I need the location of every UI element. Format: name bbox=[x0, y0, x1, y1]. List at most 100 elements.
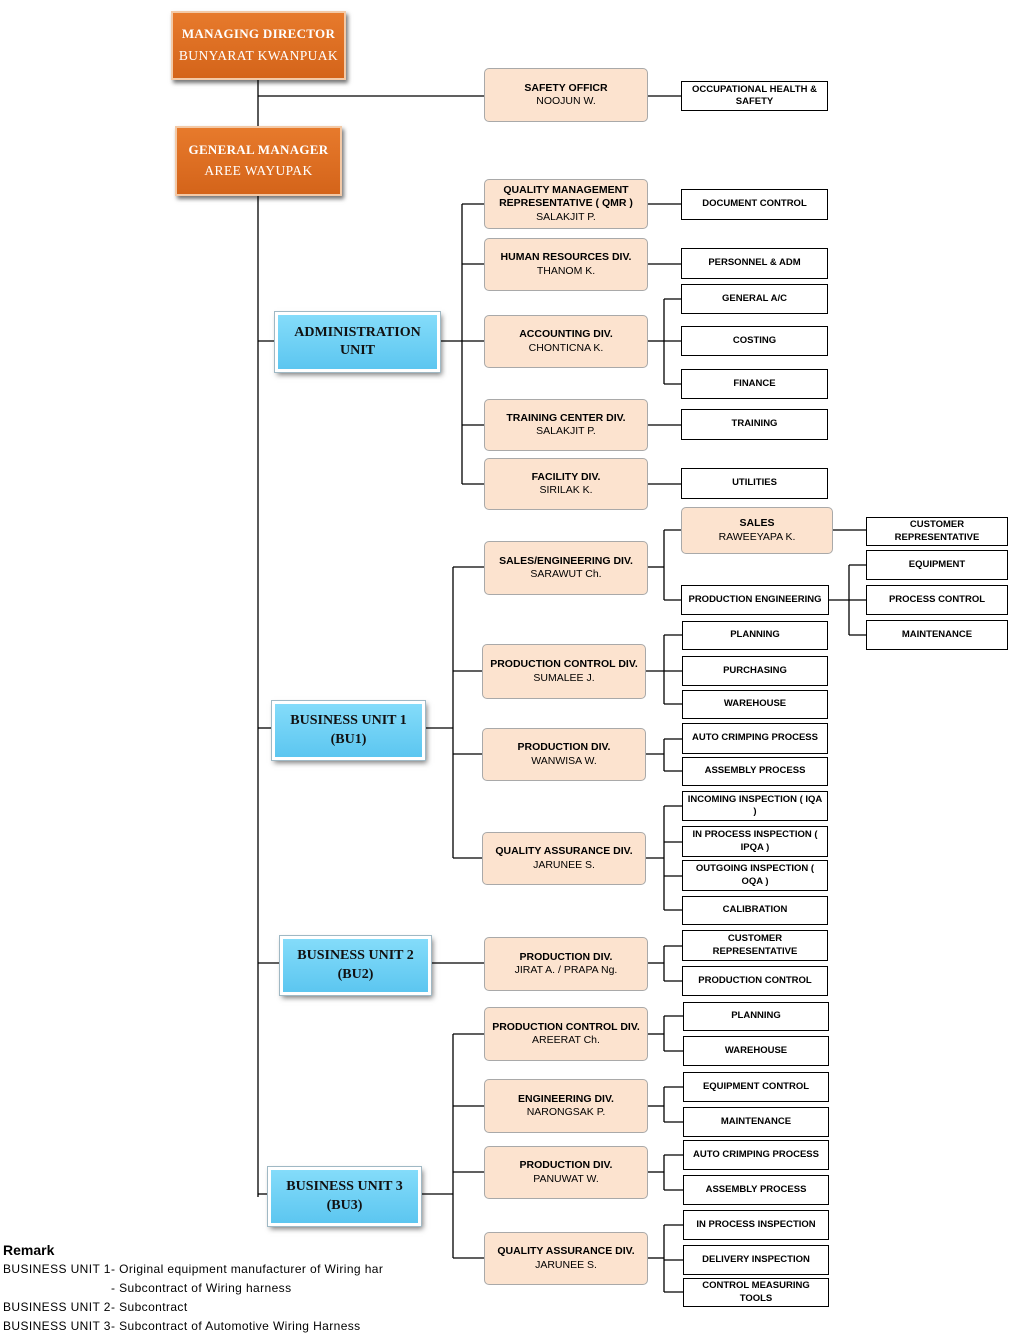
division-name: PRODUCTION DIV. bbox=[519, 950, 613, 963]
division-box-bu3-production-control: PRODUCTION CONTROL DIV. AREERAT Ch. bbox=[484, 1007, 648, 1061]
division-name: ENGINEERING DIV. bbox=[518, 1092, 614, 1105]
leaf-personnel-adm: PERSONNEL & ADM bbox=[681, 248, 828, 279]
general-manager-name: AREE WAYUPAK bbox=[204, 163, 313, 179]
leaf-bu3-equipment-control: EQUIPMENT CONTROL bbox=[683, 1072, 829, 1102]
leaf-costing: COSTING bbox=[681, 326, 828, 356]
division-manager: JARUNEE S. bbox=[535, 1258, 597, 1271]
remark-row: - Subcontract of Wiring harness bbox=[3, 1281, 291, 1300]
division-name: ACCOUNTING DIV. bbox=[519, 328, 613, 341]
leaf-planning: PLANNING bbox=[682, 621, 828, 650]
division-manager: JIRAT A. / PRAPA Ng. bbox=[514, 964, 618, 976]
remark-text: - Original equipment manufacturer of Wir… bbox=[111, 1262, 384, 1276]
remark-row: BUSINESS UNIT 2 - Subcontract bbox=[3, 1300, 187, 1319]
managing-director-name: BUNYARAT KWANPUAK bbox=[178, 47, 339, 63]
leaf-outgoing-inspection: OUTGOING INSPECTION ( OQA ) bbox=[682, 860, 828, 891]
leaf-equipment: EQUIPMENT bbox=[866, 550, 1008, 580]
leaf-training: TRAINING bbox=[681, 409, 828, 440]
leaf-finance: FINANCE bbox=[681, 369, 828, 399]
division-box-sales-engineering: SALES/ENGINEERING DIV. SARAWUT Ch. bbox=[484, 541, 648, 595]
leaf-utilities: UTILITIES bbox=[681, 468, 828, 499]
division-box-production: PRODUCTION DIV. WANWISA W. bbox=[482, 728, 646, 781]
division-manager: PANUWAT W. bbox=[533, 1172, 599, 1185]
leaf-bu3-delivery-inspection: DELIVERY INSPECTION bbox=[683, 1245, 829, 1275]
unit-label: BUSINESS UNIT 1 bbox=[290, 713, 407, 729]
unit-label-line2: (BU2) bbox=[337, 966, 374, 982]
general-manager-box: GENERAL MANAGER AREE WAYUPAK bbox=[175, 126, 342, 196]
leaf-bu3-assembly-process: ASSEMBLY PROCESS bbox=[683, 1175, 829, 1205]
leaf-bu3-warehouse: WAREHOUSE bbox=[683, 1036, 829, 1066]
division-name: HUMAN RESOURCES DIV. bbox=[500, 251, 632, 264]
leaf-calibration: CALIBRATION bbox=[682, 896, 828, 925]
division-name: PRODUCTION CONTROL DIV. bbox=[490, 658, 638, 671]
leaf-customer-representative: CUSTOMER REPRESENTATIVE bbox=[866, 517, 1008, 546]
division-name: QUALITY MANAGEMENT REPRESENTATIVE ( QMR … bbox=[499, 184, 633, 210]
division-manager: THANOM K. bbox=[536, 264, 596, 277]
leaf-process-control: PROCESS CONTROL bbox=[866, 585, 1008, 615]
remark-row: BUSINESS UNIT 3 - Subcontract of Automot… bbox=[3, 1319, 360, 1338]
leaf-bu3-control-measuring-tools: CONTROL MEASURING TOOLS bbox=[683, 1278, 829, 1307]
division-name: QUALITY ASSURANCE DIV. bbox=[495, 845, 633, 858]
general-manager-title: GENERAL MANAGER bbox=[188, 141, 329, 157]
sales-box: SALES RAWEEYAPA K. bbox=[681, 507, 833, 554]
remark-text: - Subcontract bbox=[111, 1300, 188, 1314]
remark-section: Remark BUSINESS UNIT 1 - Original equipm… bbox=[3, 1242, 383, 1338]
leaf-maintenance: MAINTENANCE bbox=[866, 620, 1008, 650]
managing-director-box: MANAGING DIRECTOR BUNYARAT KWANPUAK bbox=[171, 11, 346, 80]
leaf-bu2-customer-representative: CUSTOMER REPRESENTATIVE bbox=[682, 930, 828, 961]
unit-label-line2: (BU3) bbox=[326, 1197, 363, 1213]
leaf-document-control: DOCUMENT CONTROL bbox=[681, 189, 828, 220]
unit-label-line2: (BU1) bbox=[330, 731, 367, 747]
leaf-occupational-health: OCCUPATIONAL HEALTH & SAFETY bbox=[681, 81, 828, 111]
division-box-bu2-production: PRODUCTION DIV. JIRAT A. / PRAPA Ng. bbox=[484, 937, 648, 991]
division-box-accounting: ACCOUNTING DIV. CHONTICNA K. bbox=[484, 315, 648, 368]
division-name: SALES bbox=[739, 517, 775, 530]
division-manager: NOOJUN W. bbox=[536, 95, 596, 107]
division-manager: JARUNEE S. bbox=[533, 858, 595, 871]
unit-label: ADMINISTRATION bbox=[294, 324, 421, 340]
division-name: FACILITY DIV. bbox=[531, 470, 601, 483]
division-box-bu3-engineering: ENGINEERING DIV. NARONGSAK P. bbox=[484, 1079, 648, 1133]
division-name: SAFETY OFFICR bbox=[524, 81, 608, 94]
division-name: SALES/ENGINEERING DIV. bbox=[499, 554, 633, 567]
remark-row: BUSINESS UNIT 1 - Original equipment man… bbox=[3, 1262, 383, 1281]
safety-officer-box: SAFETY OFFICR NOOJUN W. bbox=[484, 68, 648, 122]
unit-label: BUSINESS UNIT 3 bbox=[286, 1179, 403, 1195]
leaf-assembly-process: ASSEMBLY PROCESS bbox=[682, 757, 828, 786]
leaf-bu3-auto-crimping: AUTO CRIMPING PROCESS bbox=[683, 1140, 829, 1170]
leaf-warehouse: WAREHOUSE bbox=[682, 690, 828, 719]
leaf-production-engineering: PRODUCTION ENGINEERING bbox=[681, 585, 829, 615]
division-manager: SALAKJIT P. bbox=[536, 425, 596, 437]
managing-director-title: MANAGING DIRECTOR bbox=[181, 26, 336, 42]
division-box-hr: HUMAN RESOURCES DIV. THANOM K. bbox=[484, 238, 648, 291]
leaf-bu3-planning: PLANNING bbox=[683, 1002, 829, 1031]
leaf-bu2-production-control: PRODUCTION CONTROL bbox=[682, 966, 828, 996]
unit-label-line2: UNIT bbox=[339, 343, 375, 358]
business-unit-1-box: BUSINESS UNIT 1 (BU1) bbox=[271, 700, 426, 761]
division-name: QUALITY ASSURANCE DIV. bbox=[497, 1245, 635, 1258]
leaf-purchasing: PURCHASING bbox=[682, 656, 828, 686]
leaf-bu3-in-process-inspection: IN PROCESS INSPECTION bbox=[683, 1210, 829, 1240]
division-box-bu3-quality-assurance: QUALITY ASSURANCE DIV. JARUNEE S. bbox=[484, 1232, 648, 1285]
remark-text: - Subcontract of Wiring harness bbox=[111, 1281, 292, 1295]
leaf-auto-crimping: AUTO CRIMPING PROCESS bbox=[682, 723, 828, 754]
division-name: PRODUCTION CONTROL DIV. bbox=[492, 1020, 640, 1033]
division-box-training: TRAINING CENTER DIV. SALAKJIT P. bbox=[484, 399, 648, 451]
division-box-qmr: QUALITY MANAGEMENT REPRESENTATIVE ( QMR … bbox=[484, 179, 648, 229]
division-manager: SUMALEE J. bbox=[533, 671, 595, 684]
remark-label: BUSINESS UNIT 2 bbox=[3, 1300, 111, 1314]
leaf-in-process-inspection: IN PROCESS INSPECTION ( IPQA ) bbox=[682, 826, 828, 857]
division-manager: SARAWUT Ch. bbox=[530, 568, 602, 580]
division-box-production-control: PRODUCTION CONTROL DIV. SUMALEE J. bbox=[482, 644, 646, 699]
division-manager: SALAKJIT P. bbox=[536, 210, 596, 223]
division-manager: SIRILAK K. bbox=[539, 484, 593, 496]
division-manager: WANWISA W. bbox=[531, 754, 597, 767]
remark-label: BUSINESS UNIT 1 bbox=[3, 1262, 111, 1276]
division-manager: RAWEEYAPA K. bbox=[718, 530, 796, 543]
division-manager: AREERAT Ch. bbox=[532, 1034, 600, 1046]
division-box-facility: FACILITY DIV. SIRILAK K. bbox=[484, 458, 648, 510]
remark-label: BUSINESS UNIT 3 bbox=[3, 1319, 111, 1333]
remark-text: - Subcontract of Automotive Wiring Harne… bbox=[111, 1319, 361, 1333]
business-unit-3-box: BUSINESS UNIT 3 (BU3) bbox=[267, 1166, 422, 1227]
administration-unit-box: ADMINISTRATION UNIT bbox=[274, 311, 441, 373]
